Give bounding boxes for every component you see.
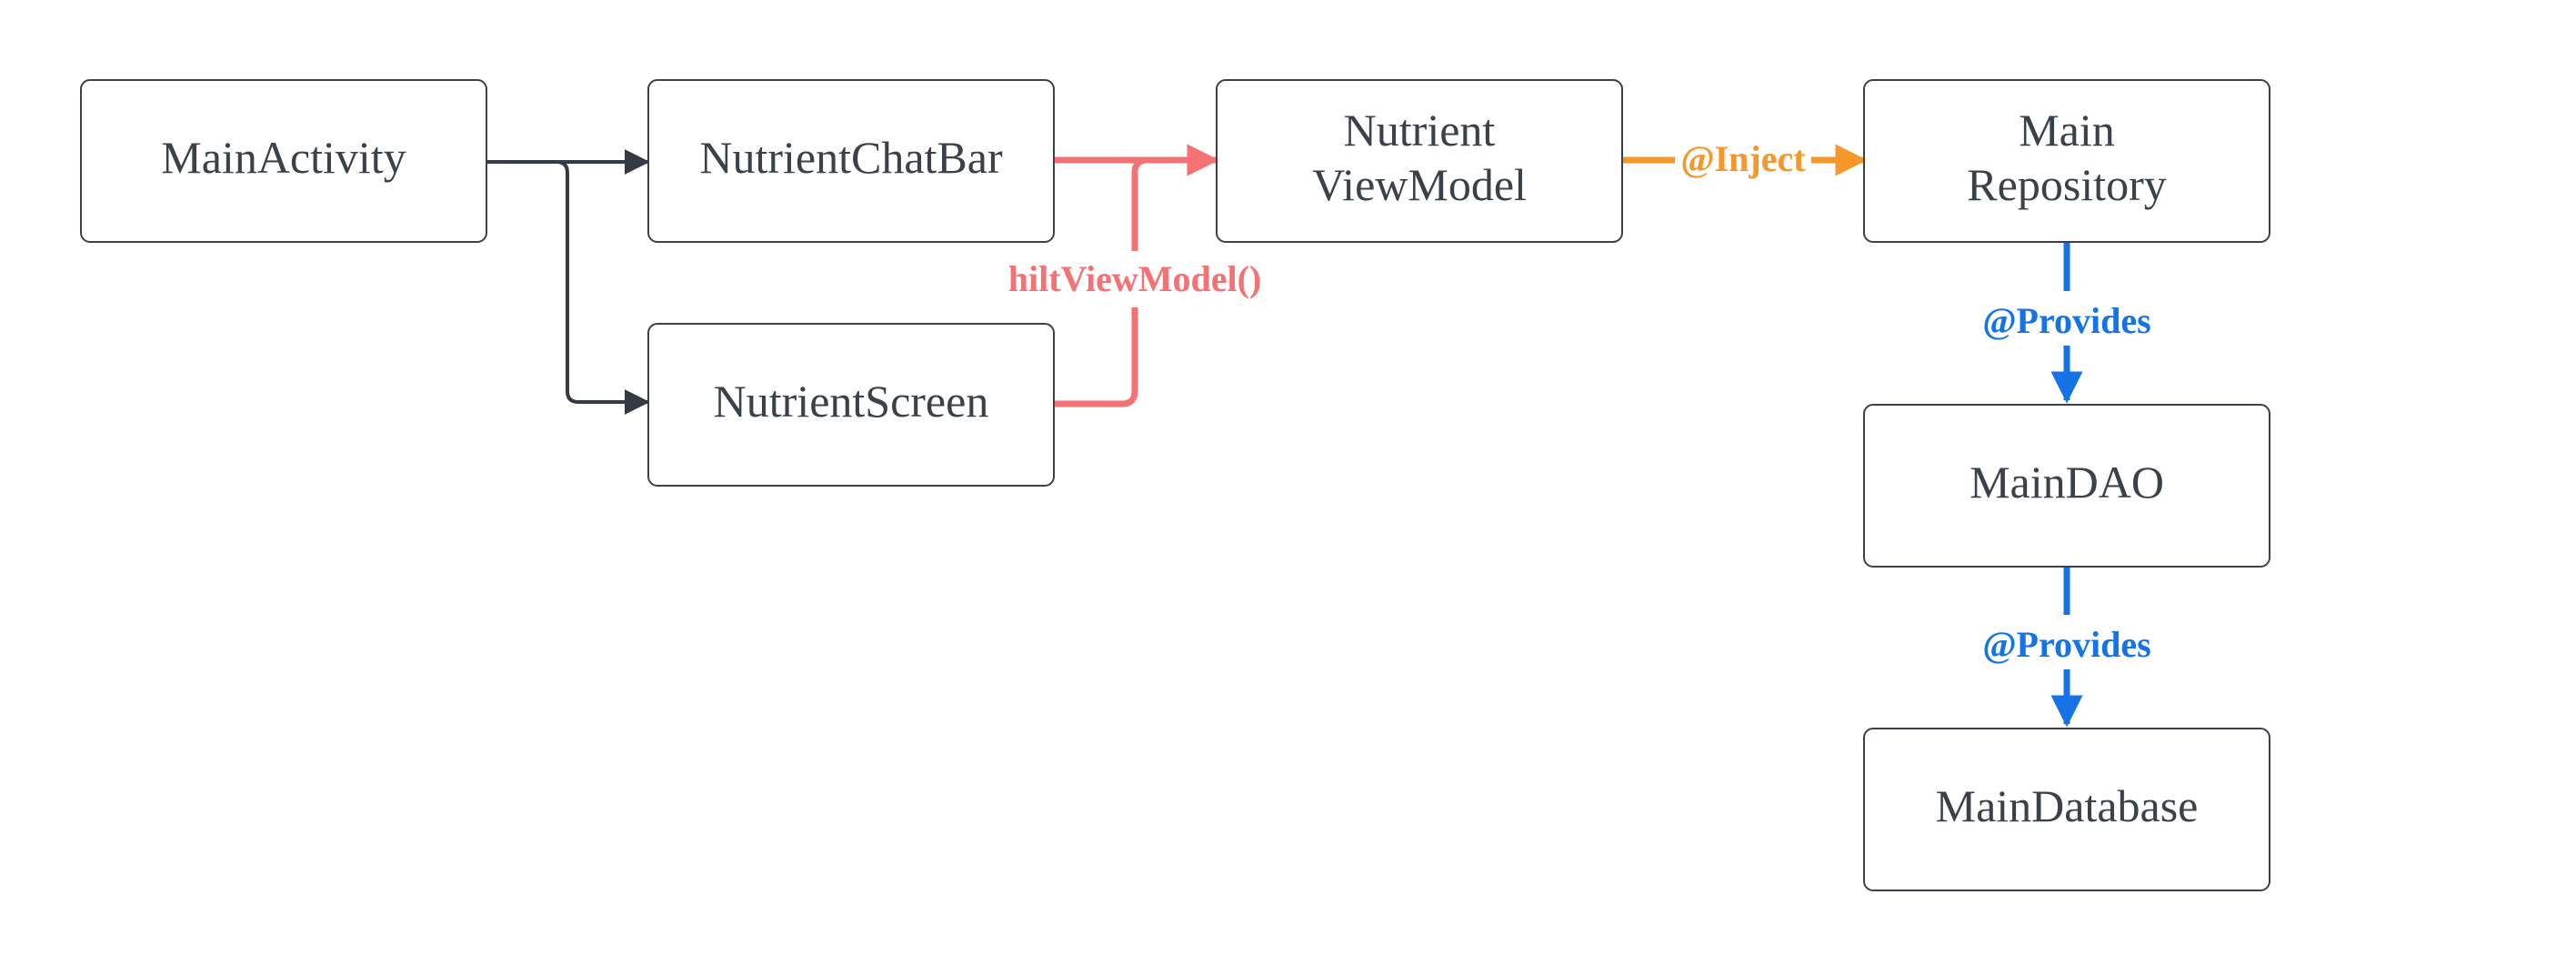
svg-text:MainDAO: MainDAO bbox=[1970, 457, 2164, 508]
svg-text:NutrientScreen: NutrientScreen bbox=[714, 376, 989, 427]
svg-text:Repository: Repository bbox=[1967, 159, 2166, 210]
edge-label-inject: @Inject bbox=[1675, 135, 1811, 186]
node-main-repository: Main Repository bbox=[1863, 79, 2270, 243]
edge-label-provides-database: @Provides bbox=[1971, 615, 2162, 669]
svg-text:Nutrient: Nutrient bbox=[1344, 105, 1496, 156]
arrow-mainactivity-to-screen bbox=[486, 160, 650, 415]
node-main-database: MainDatabase bbox=[1863, 728, 2270, 891]
svg-text:@Provides: @Provides bbox=[1982, 300, 2150, 341]
node-main-activity: MainActivity bbox=[80, 79, 487, 243]
svg-text:MainActivity: MainActivity bbox=[161, 132, 406, 183]
node-nutrient-screen: NutrientScreen bbox=[647, 323, 1055, 487]
edge-label-provides-dao: @Provides bbox=[1971, 291, 2162, 346]
svg-text:@Provides: @Provides bbox=[1982, 624, 2150, 665]
svg-text:MainDatabase: MainDatabase bbox=[1936, 780, 2199, 831]
svg-text:@Inject: @Inject bbox=[1680, 138, 1806, 179]
node-nutrient-chat-bar: NutrientChatBar bbox=[647, 79, 1055, 243]
svg-text:ViewModel: ViewModel bbox=[1312, 159, 1527, 210]
node-nutrient-view-model: Nutrient ViewModel bbox=[1216, 79, 1623, 243]
svg-text:Main: Main bbox=[2019, 105, 2115, 156]
svg-text:hiltViewModel(): hiltViewModel() bbox=[1008, 258, 1261, 299]
node-main-dao: MainDAO bbox=[1863, 404, 2270, 568]
edge-label-hiltviewmodel: hiltViewModel() bbox=[998, 251, 1271, 307]
svg-text:NutrientChatBar: NutrientChatBar bbox=[699, 132, 1003, 183]
